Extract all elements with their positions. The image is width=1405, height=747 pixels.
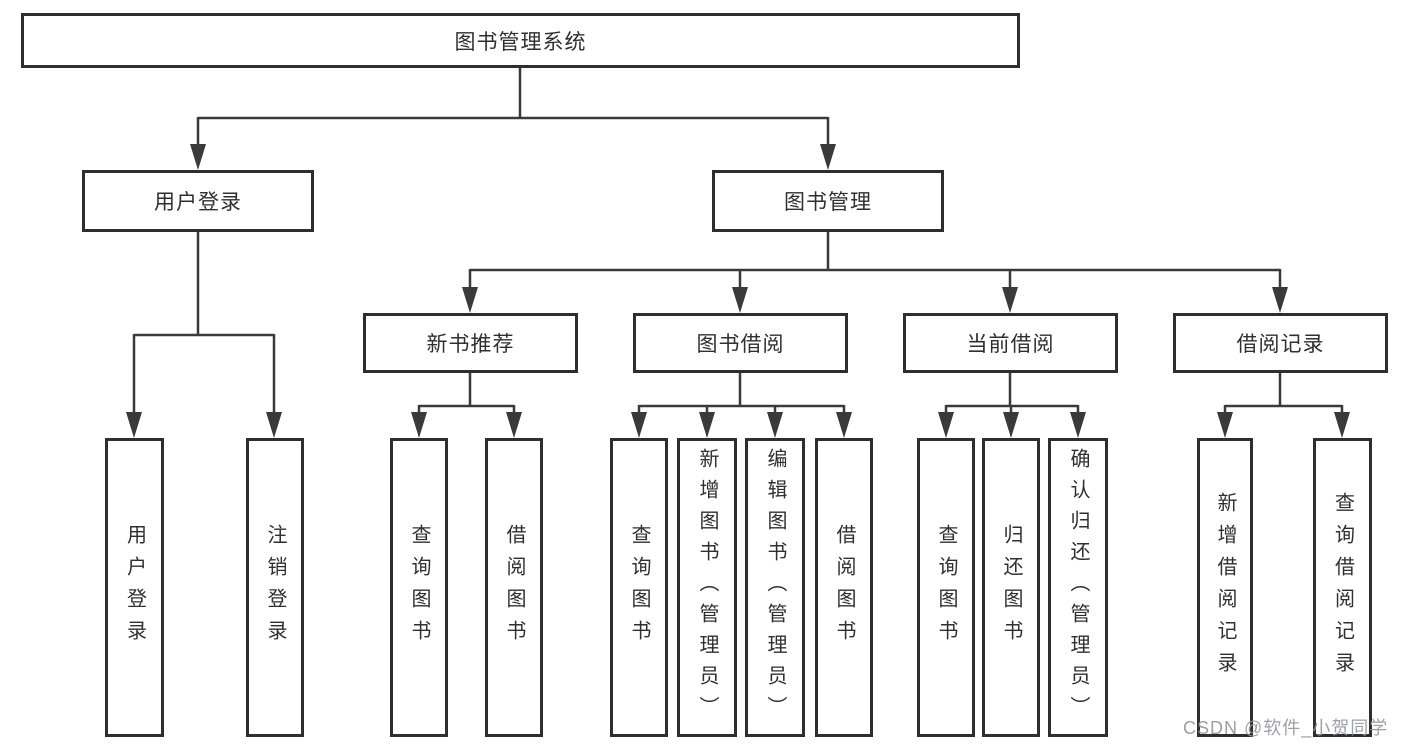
node-label: 图书借阅 (696, 333, 785, 356)
csdn-watermark: CSDN @软件_小贺同学 (1183, 718, 1389, 738)
node-book-borrowing: 图书借阅 (633, 313, 848, 373)
leaf-label: 新增借阅记录 (1214, 491, 1236, 684)
node-label: 当前借阅 (966, 333, 1055, 356)
node-borrow-records: 借阅记录 (1173, 313, 1388, 373)
leaf-edit-book-admin: 编辑图书（管理员） (745, 438, 805, 737)
node-label: 借阅记录 (1236, 333, 1325, 356)
node-label: 用户登录 (154, 191, 242, 214)
leaf-label: 注销登录 (264, 523, 286, 652)
node-current-borrowing: 当前借阅 (903, 313, 1118, 373)
leaf-add-borrow-record: 新增借阅记录 (1197, 438, 1253, 737)
leaf-label: 借阅图书 (833, 523, 855, 652)
leaf-label: 归还图书 (1000, 523, 1022, 652)
leaf-confirm-return-admin: 确认归还（管理员） (1048, 438, 1108, 737)
leaf-return-books: 归还图书 (982, 438, 1040, 737)
node-label: 新书推荐 (426, 333, 515, 356)
node-label: 图书管理 (784, 191, 872, 214)
leaf-label: 借阅图书 (503, 523, 525, 652)
leaf-borrow-books-recommend: 借阅图书 (485, 438, 543, 737)
node-new-book-recommend: 新书推荐 (363, 313, 578, 373)
leaf-label: 查询图书 (935, 523, 957, 652)
leaf-query-books-recommend: 查询图书 (390, 438, 448, 737)
arrowhead-icons (126, 144, 1350, 438)
leaf-label: 查询图书 (628, 523, 650, 652)
leaf-label: 查询图书 (408, 523, 430, 652)
leaf-logout: 注销登录 (246, 438, 304, 737)
leaf-query-borrow-record: 查询借阅记录 (1313, 438, 1372, 737)
leaf-query-books-borrowing: 查询图书 (610, 438, 668, 737)
leaf-label: 新增图书（管理员） (696, 448, 718, 727)
node-user-login-branch: 用户登录 (82, 170, 314, 232)
leaf-add-book-admin: 新增图书（管理员） (677, 438, 737, 737)
leaf-label: 用户登录 (123, 523, 146, 652)
leaf-label: 确认归还（管理员） (1067, 448, 1089, 727)
leaf-label: 编辑图书（管理员） (764, 448, 786, 727)
leaf-user-login: 用户登录 (105, 438, 164, 737)
node-label: 图书管理系统 (454, 30, 587, 54)
leaf-borrow-books-borrowing: 借阅图书 (815, 438, 873, 737)
leaf-query-books-current: 查询图书 (917, 438, 975, 737)
leaf-label: 查询借阅记录 (1331, 491, 1354, 684)
node-system-root: 图书管理系统 (21, 13, 1020, 68)
node-book-management-branch: 图书管理 (712, 170, 944, 232)
